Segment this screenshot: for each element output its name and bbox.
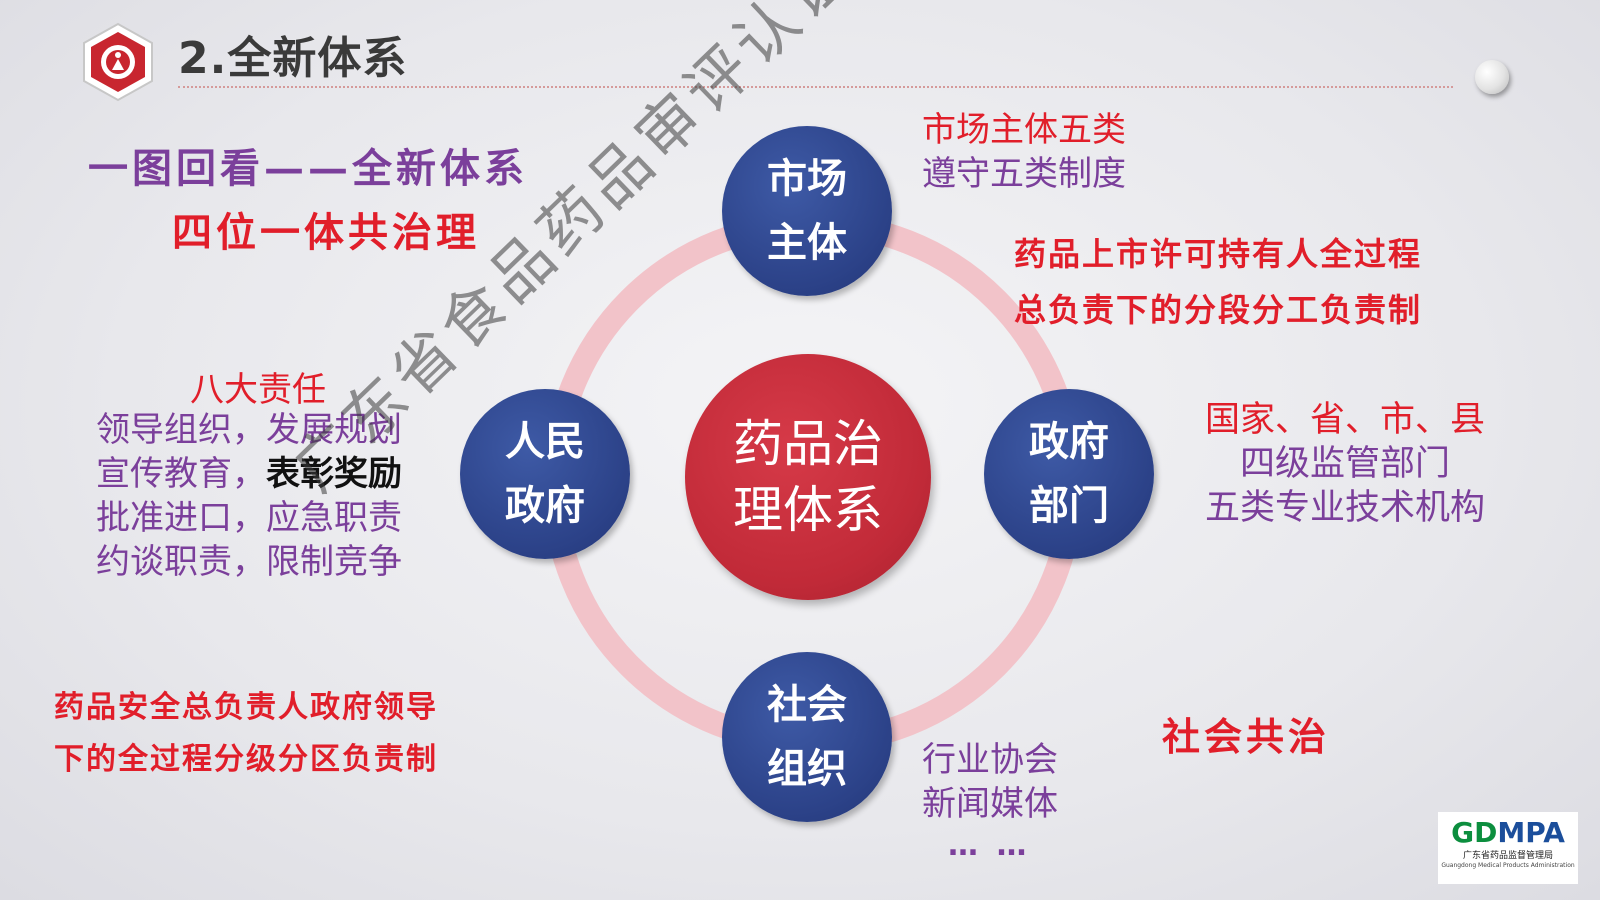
responsibilities-title: 八大责任	[190, 370, 326, 410]
corner-decoration	[1475, 60, 1509, 94]
page-title: 2.全新体系	[178, 33, 408, 84]
node-label-line-1: 人民	[505, 419, 585, 465]
gov-rule-line-1: 药品安全总负责人政府领导	[54, 690, 438, 725]
social-organization-description: 行业协会 新闻媒体	[922, 738, 1058, 826]
market-rule-line-1: 药品上市许可持有人全过程	[1014, 235, 1423, 273]
node-government-department: 政府 部门	[984, 389, 1154, 559]
gov-desc-line-3: 五类专业技术机构	[1204, 488, 1485, 528]
gov-rule-line-2: 下的全过程分级分区负责制	[54, 742, 438, 777]
responsibility-highlight: 表彰奖励	[266, 454, 402, 494]
gov-desc-line-2: 四级监管部门	[1239, 444, 1450, 484]
header-divider	[178, 86, 1453, 88]
node-label-line-2: 组织	[767, 746, 847, 792]
social-desc-line-1: 行业协会	[922, 740, 1058, 780]
market-desc-line-2: 遵守五类制度	[922, 154, 1126, 194]
market-responsibility-rule: 药品上市许可持有人全过程 总负责下的分段分工负责制	[1014, 226, 1422, 338]
node-social-organization: 社会 组织	[722, 652, 892, 822]
node-people-government: 人民 政府	[460, 389, 630, 559]
responsibilities-list: 领导组织，发展规划 宣传教育，表彰奖励 批准进口，应急职责 约谈职责，限制竞争	[96, 408, 402, 584]
market-description: 市场主体五类 遵守五类制度	[922, 108, 1126, 196]
node-label-line-1: 政府	[1029, 419, 1109, 465]
center-node-line-1: 药品治	[733, 415, 883, 473]
responsibility-row: 批准进口，应急职责	[96, 498, 402, 538]
header-logo	[78, 22, 158, 102]
gdmpa-logo-mark: GDMPA	[1451, 816, 1565, 849]
responsibility-row: 宣传教育，表彰奖励	[96, 452, 402, 496]
node-label-line-1: 市场	[767, 156, 847, 202]
node-label-line-2: 部门	[1029, 483, 1109, 529]
heading-four-in-one: 四位一体共治理	[172, 209, 480, 256]
government-responsibility-rule: 药品安全总负责人政府领导 下的全过程分级分区负责制	[54, 682, 438, 786]
node-market-entity: 市场 主体	[722, 126, 892, 296]
heading-overview: 一图回看——全新体系	[88, 145, 528, 192]
gov-desc-line-1: 国家、省、市、县	[1204, 400, 1485, 440]
social-desc-line-2: 新闻媒体	[922, 784, 1058, 824]
gdmpa-logo: GDMPA 广东省药品监督管理局 Guangdong Medical Produ…	[1438, 812, 1578, 884]
ellipsis-more: … …	[948, 828, 1031, 863]
gdmpa-logo-subtitle: 广东省药品监督管理局	[1462, 851, 1553, 861]
gdmpa-logo-subtitle-en: Guangdong Medical Products Administratio…	[1441, 862, 1575, 869]
market-rule-line-2: 总负责下的分段分工负责制	[1014, 291, 1423, 329]
society-co-governance-title: 社会共治	[1162, 714, 1331, 759]
government-department-description: 国家、省、市、县 四级监管部门 五类专业技术机构	[1192, 398, 1498, 530]
center-node-drug-governance: 药品治 理体系	[685, 354, 931, 600]
responsibility-row: 约谈职责，限制竞争	[96, 542, 402, 582]
node-label-line-2: 主体	[767, 220, 847, 266]
responsibility-row: 领导组织，发展规划	[96, 410, 402, 450]
responsibility-text: 宣传教育，	[96, 454, 266, 494]
node-label-line-2: 政府	[505, 483, 585, 529]
node-label-line-1: 社会	[767, 682, 847, 728]
center-node-line-2: 理体系	[733, 481, 883, 539]
market-desc-line-1: 市场主体五类	[922, 110, 1126, 150]
